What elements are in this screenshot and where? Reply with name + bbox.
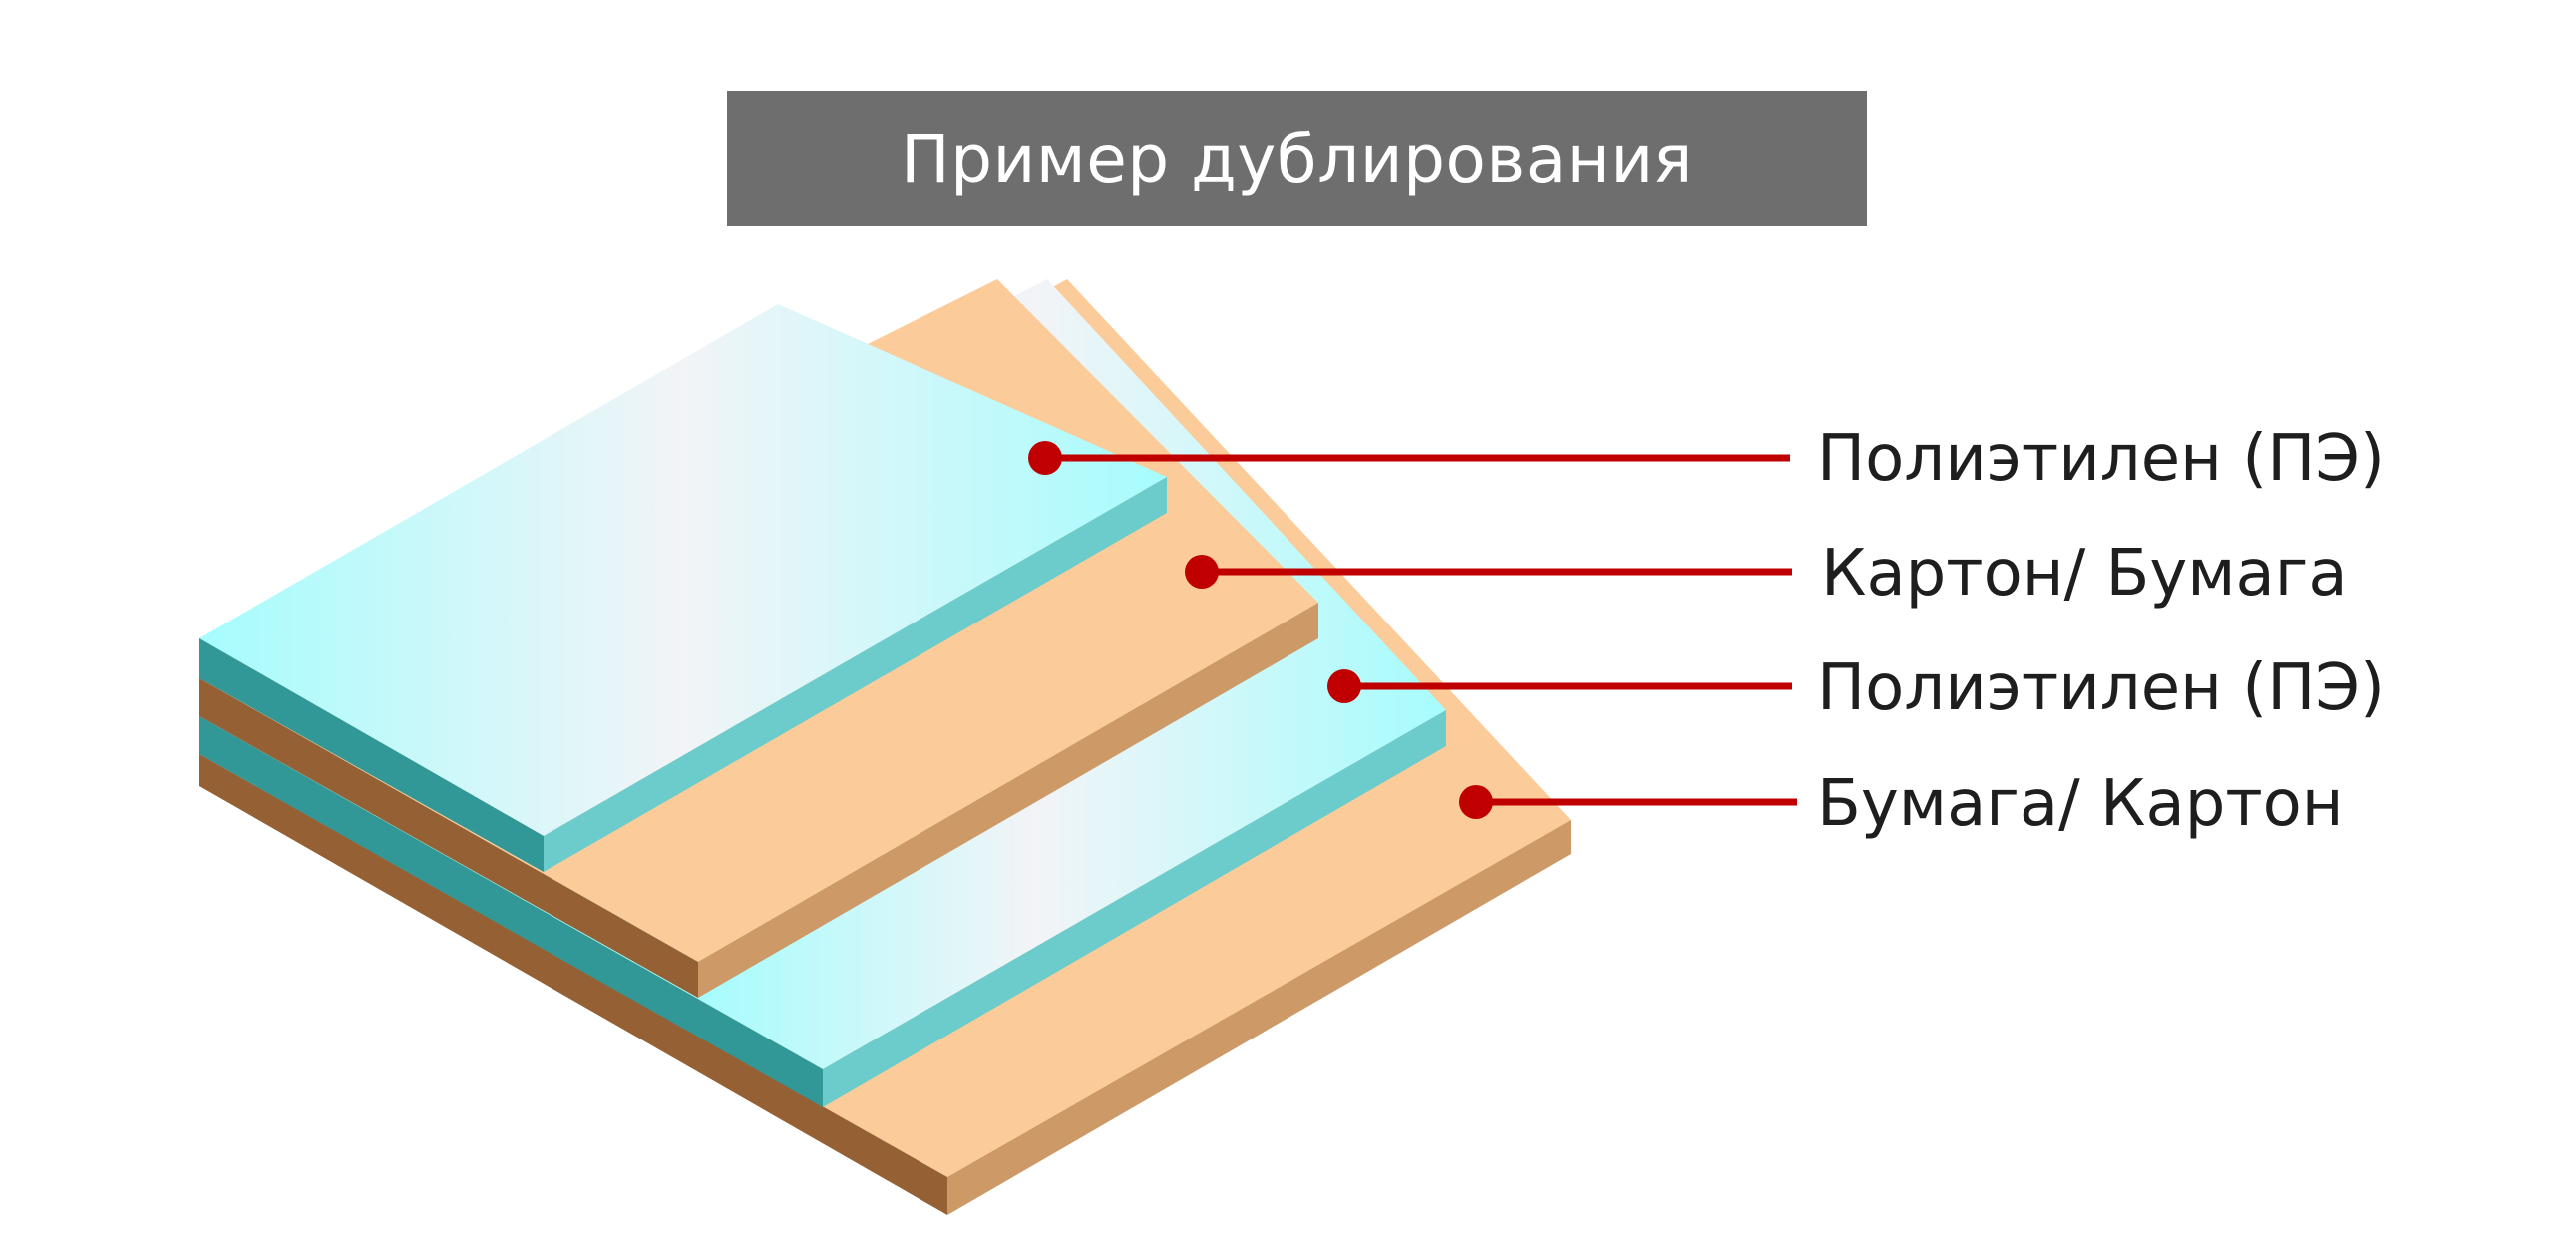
layer-label-polyethylene-lower: Полиэтилен (ПЭ): [1817, 651, 2385, 725]
pe-top-front-face: [199, 638, 544, 872]
layer-label-polyethylene-top: Полиэтилен (ПЭ): [1817, 422, 2385, 496]
marker-dot: [1028, 441, 1062, 475]
marker-dot: [1185, 555, 1219, 589]
paper-bottom-side-face: [947, 820, 1571, 1215]
leader-line-3: [1459, 785, 1797, 819]
pe-top-top-face: [199, 304, 1167, 836]
pe-top-side-face: [544, 477, 1167, 872]
diagram-title: Пример дублирования: [900, 120, 1694, 198]
title-banner: Пример дублирования: [727, 91, 1867, 226]
leader-line-1: [1185, 555, 1792, 589]
paper-bottom-front-face: [199, 754, 947, 1215]
paper-upper-side-face: [698, 603, 1318, 998]
marker-dot: [1459, 785, 1493, 819]
marker-dot: [1327, 669, 1361, 703]
pe-lower-front-face: [199, 716, 823, 1107]
pe-lower-side-face: [823, 710, 1446, 1107]
leader-line-0: [1028, 441, 1790, 475]
layer-label-paper: Бумага/ Картон: [1817, 767, 2344, 841]
paper-upper-front-face: [199, 678, 698, 998]
leader-line-2: [1327, 669, 1792, 703]
layer-label-cardboard: Картон/ Бумага: [1821, 537, 2348, 611]
pe-layer-top: [199, 304, 1167, 872]
